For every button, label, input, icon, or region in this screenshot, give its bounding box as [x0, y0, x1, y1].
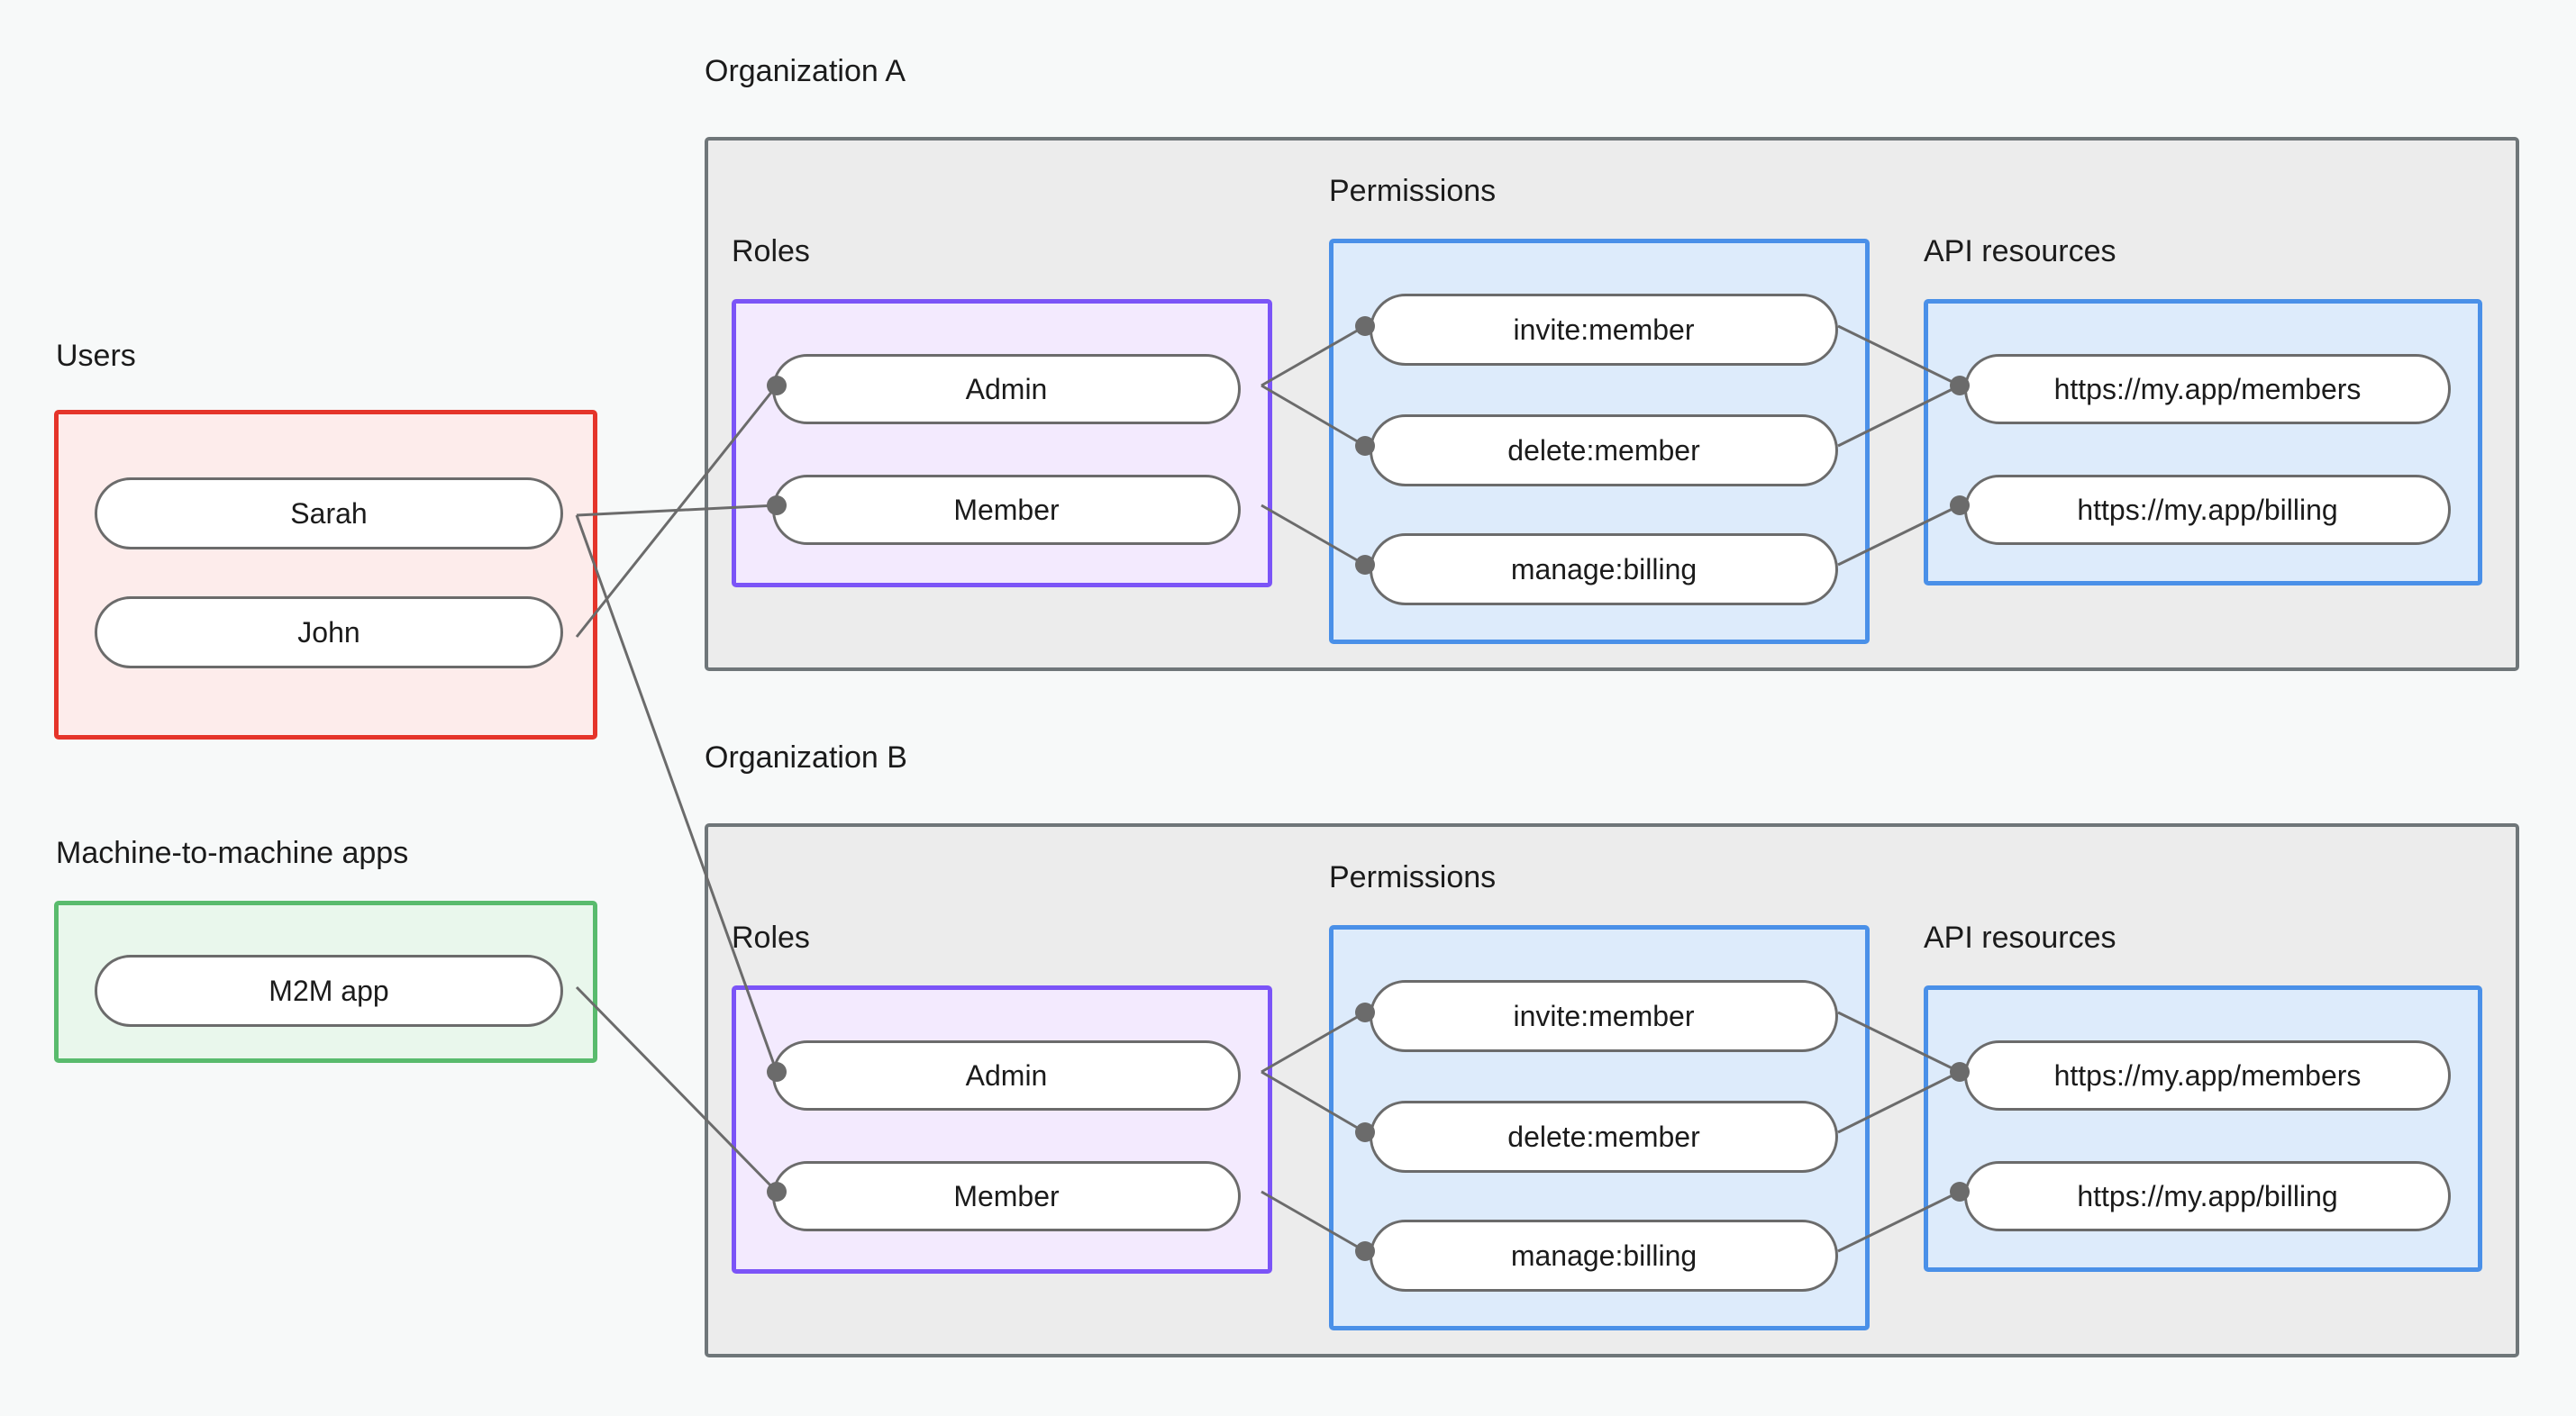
orgB-role-pill-admin[interactable]: Admin [772, 1040, 1241, 1111]
m2m-group-label: Machine-to-machine apps [56, 836, 409, 870]
m2m-pill-app[interactable]: M2M app [95, 955, 563, 1027]
organization-a-title: Organization A [705, 54, 906, 88]
orgA-permission-pill-delete-member[interactable]: delete:member [1370, 414, 1838, 486]
orgA-roles-box: Admin Member [732, 299, 1272, 587]
orgA-api-pill-members[interactable]: https://my.app/members [1964, 354, 2451, 424]
orgA-api-pill-billing[interactable]: https://my.app/billing [1964, 475, 2451, 545]
orgA-api-resources-box: https://my.app/members https://my.app/bi… [1924, 299, 2482, 585]
orgB-api-resources-box: https://my.app/members https://my.app/bi… [1924, 985, 2482, 1272]
orgA-role-pill-member[interactable]: Member [772, 475, 1241, 545]
orgB-permission-pill-invite-member[interactable]: invite:member [1370, 980, 1838, 1052]
user-pill-john[interactable]: John [95, 596, 563, 668]
orgA-permissions-label: Permissions [1329, 174, 1497, 208]
orgA-roles-label: Roles [732, 234, 810, 268]
orgB-roles-label: Roles [732, 921, 810, 955]
orgB-api-pill-members[interactable]: https://my.app/members [1964, 1040, 2451, 1111]
orgB-api-resources-label: API resources [1924, 921, 2116, 955]
orgA-permission-pill-manage-billing[interactable]: manage:billing [1370, 533, 1838, 605]
orgB-permission-pill-manage-billing[interactable]: manage:billing [1370, 1220, 1838, 1292]
orgB-permissions-box: invite:member delete:member manage:billi… [1329, 925, 1870, 1330]
orgB-permission-pill-delete-member[interactable]: delete:member [1370, 1101, 1838, 1173]
organization-b-title: Organization B [705, 740, 907, 775]
orgA-permission-pill-invite-member[interactable]: invite:member [1370, 294, 1838, 366]
m2m-group-box: M2M app [54, 901, 597, 1063]
orgA-api-resources-label: API resources [1924, 234, 2116, 268]
orgA-permissions-box: invite:member delete:member manage:billi… [1329, 239, 1870, 644]
users-group-label: Users [56, 339, 136, 373]
orgB-role-pill-member[interactable]: Member [772, 1161, 1241, 1231]
orgB-api-pill-billing[interactable]: https://my.app/billing [1964, 1161, 2451, 1231]
user-pill-sarah[interactable]: Sarah [95, 477, 563, 549]
users-group-box: Sarah John [54, 410, 597, 740]
orgB-roles-box: Admin Member [732, 985, 1272, 1274]
orgA-role-pill-admin[interactable]: Admin [772, 354, 1241, 424]
orgB-permissions-label: Permissions [1329, 860, 1497, 894]
